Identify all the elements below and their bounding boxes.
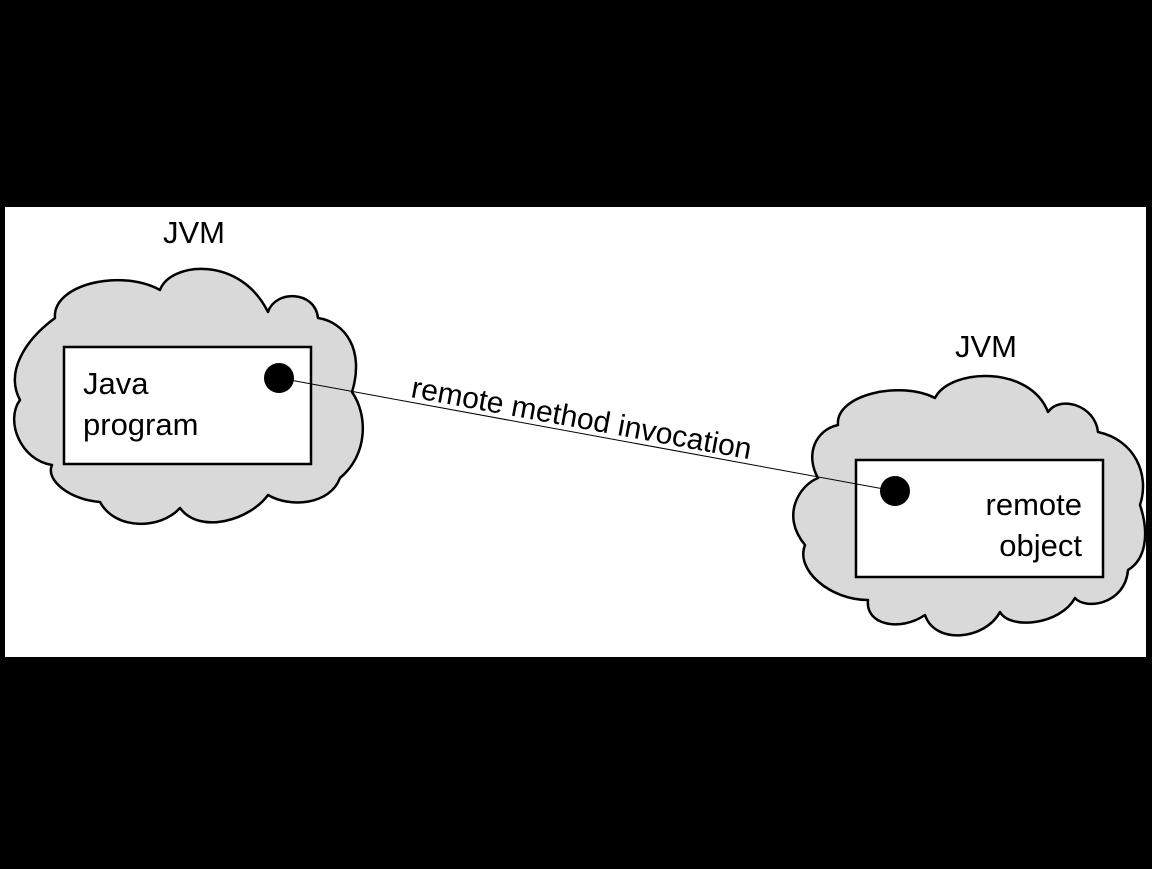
java-program-line-1: Java <box>83 366 149 401</box>
left-jvm-label: JVM <box>163 215 225 250</box>
java-program-box <box>62 345 313 466</box>
right-jvm-label: JVM <box>955 329 1017 364</box>
remote-object-line-1: remote <box>986 487 1082 522</box>
rmi-connection-line <box>278 377 896 492</box>
remote-endpoint-dot <box>880 476 910 506</box>
remote-object-line-2: object <box>999 528 1082 563</box>
java-program-line-2: program <box>83 407 198 442</box>
client-endpoint-dot <box>264 363 294 393</box>
